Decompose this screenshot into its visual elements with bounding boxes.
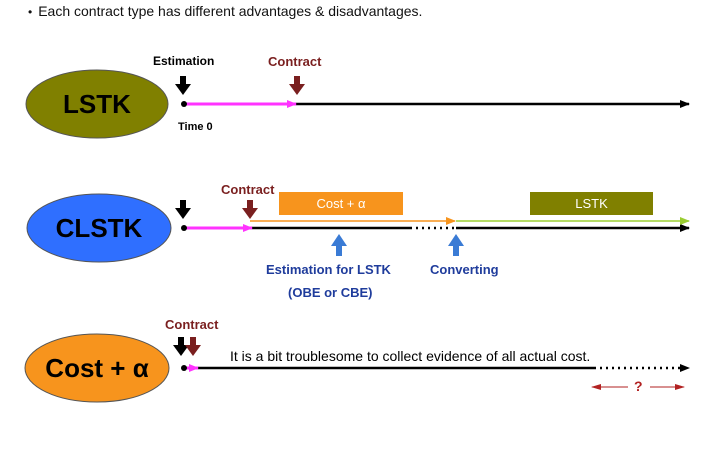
lstk-estimation-arrow: [175, 76, 191, 95]
cost-estimation-arrow: [173, 337, 189, 356]
lstk-estimation-label: Estimation: [153, 54, 215, 68]
clstk-converting-up-arrow: [448, 234, 464, 256]
lstk-contract-arrow: [289, 76, 305, 95]
clstk-lstk-box: [530, 192, 653, 215]
lstk-contract-label: Contract: [268, 54, 322, 69]
clstk-contract-label: Contract: [221, 182, 275, 197]
clstk-estimation-label: Estimation for LSTK: [266, 262, 391, 277]
clstk-ellipse: [26, 193, 172, 263]
clstk-estimation-up-arrow: [331, 234, 347, 256]
cost-ellipse: [24, 333, 170, 403]
cost-contract-label: Contract: [165, 317, 219, 332]
header-bullet-text: • Each contract type has different advant…: [28, 3, 422, 19]
clstk-converting-label: Converting: [430, 262, 499, 277]
clstk-estimation-arrow: [175, 200, 191, 219]
clstk-start-dot: [181, 225, 187, 231]
cost-ellipse-label: Cost + α: [45, 352, 149, 383]
clstk-lstk-box-label: LSTK: [575, 196, 608, 211]
lstk-ellipse: [25, 69, 169, 139]
cost-contract-arrow: [185, 337, 201, 356]
header-text: Each contract type has different advanta…: [38, 3, 423, 19]
lstk-time0-label: Time 0: [178, 121, 213, 133]
cost-question-label: ?: [634, 378, 643, 394]
lstk-time0-dot: [181, 101, 187, 107]
cost-start-dot: [181, 365, 187, 371]
cost-note: It is a bit troublesome to collect evide…: [230, 348, 591, 364]
clstk-cost-box: [279, 192, 403, 215]
clstk-estimation-sub-label: (OBE or CBE): [288, 285, 373, 300]
clstk-ellipse-label: CLSTK: [55, 212, 143, 243]
clstk-cost-box-label: Cost + α: [316, 196, 366, 211]
bullet-glyph: •: [28, 5, 33, 19]
lstk-ellipse-label: LSTK: [63, 88, 131, 119]
clstk-contract-arrow: [242, 200, 258, 219]
